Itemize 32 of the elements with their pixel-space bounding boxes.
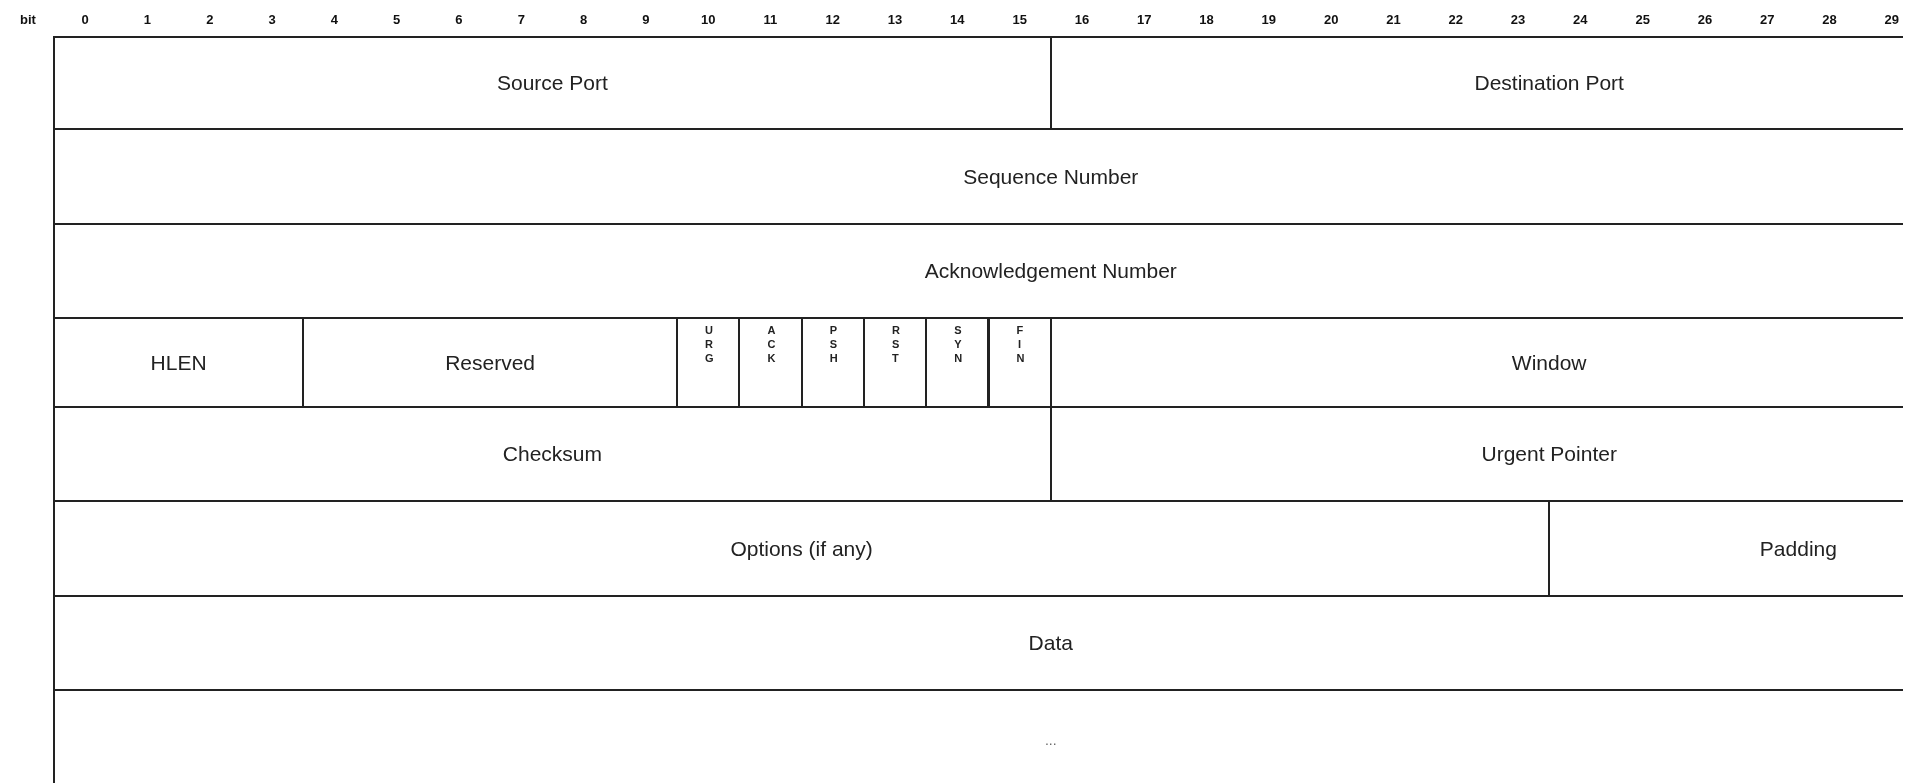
bit-number: 6 bbox=[455, 12, 463, 27]
bit-number: 22 bbox=[1448, 12, 1463, 27]
bit-number: 0 bbox=[81, 12, 89, 27]
bit-number: 2 bbox=[206, 12, 214, 27]
bit-number: 27 bbox=[1760, 12, 1775, 27]
bit-number: 23 bbox=[1510, 12, 1526, 27]
bit-number: 10 bbox=[700, 12, 716, 27]
bit-number: 14 bbox=[950, 12, 965, 27]
axis-label: bit bbox=[20, 12, 36, 27]
bit-number: 15 bbox=[1012, 12, 1027, 27]
bit-number: 29 bbox=[1884, 12, 1900, 27]
bit-number: 9 bbox=[642, 12, 650, 27]
bit-number: 13 bbox=[887, 12, 903, 27]
bit-number: 16 bbox=[1074, 12, 1090, 27]
bit-number: 24 bbox=[1573, 12, 1588, 27]
bit-number: 26 bbox=[1697, 12, 1713, 27]
bit-number: 5 bbox=[393, 12, 401, 27]
bit-number: 18 bbox=[1199, 12, 1214, 27]
bit-number: 3 bbox=[268, 12, 276, 27]
bit-number: 20 bbox=[1323, 12, 1339, 27]
bit-number: 11 bbox=[763, 12, 778, 27]
bit-number: 12 bbox=[825, 12, 840, 27]
bit-number: 19 bbox=[1261, 12, 1277, 27]
bit-number: 8 bbox=[579, 12, 588, 27]
bit-number: 1 bbox=[143, 12, 152, 27]
bit-number: 21 bbox=[1386, 12, 1401, 27]
bit-number: 7 bbox=[517, 12, 525, 27]
bit-number: 17 bbox=[1137, 12, 1152, 27]
header-field: Source Port bbox=[53, 36, 1052, 130]
bit-number: 4 bbox=[330, 12, 338, 27]
bit-number: 25 bbox=[1635, 12, 1650, 27]
bit-number: 28 bbox=[1822, 12, 1837, 27]
